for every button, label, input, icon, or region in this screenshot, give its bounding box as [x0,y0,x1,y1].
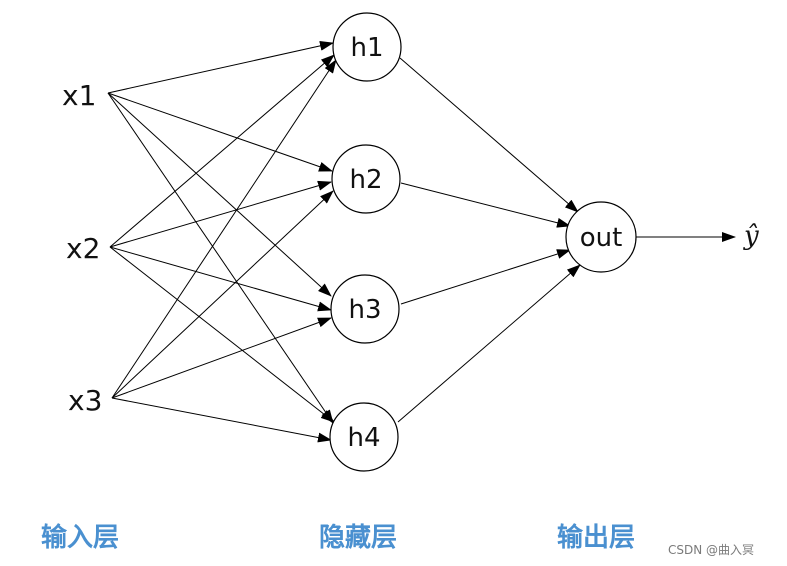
edge-h3-out [400,249,571,305]
input-x2-label: x2 [66,232,100,265]
hidden-layer-label: 隐藏层 [319,523,397,553]
edge-x3-h4 [111,397,332,443]
edge-x2-h4 [109,246,335,423]
node-h3: h3 [330,274,400,344]
hidden-to-output-edges [397,57,736,423]
edge-h1-out [399,57,579,213]
input-layer-label: 输入层 [41,522,119,553]
edge-x3-h2 [111,190,334,399]
output-layer-label: 输出层 [557,522,635,553]
output-yhat-label: ŷ [743,221,759,251]
node-h4: h4 [329,402,399,472]
edge-x1-h2 [107,92,333,172]
node-out-label: out [580,223,623,253]
input-x3-label: x3 [68,384,102,417]
input-x1-label: x1 [62,79,96,112]
node-h2: h2 [331,144,401,214]
node-h1-label: h1 [350,33,383,63]
input-to-hidden-edges [107,40,337,443]
hidden-layer-nodes: h1 h2 h3 h4 [329,12,402,472]
node-h2-label: h2 [349,165,382,195]
watermark-text: CSDN @曲入冥 [668,543,754,557]
edge-h2-out [400,182,571,228]
edge-x1-h4 [107,92,334,424]
edge-x1-h1 [107,40,334,94]
node-h4-label: h4 [347,423,380,453]
node-out: out [565,201,637,273]
node-h3-label: h3 [348,295,381,325]
edge-x2-h1 [109,54,335,248]
edge-x1-h3 [107,92,332,297]
edge-x2-h3 [109,246,332,312]
edge-h4-out [397,264,581,423]
edge-x2-h2 [109,180,332,248]
node-h1: h1 [332,12,402,82]
edge-x3-h3 [111,317,332,399]
edge-x3-h1 [111,59,337,399]
